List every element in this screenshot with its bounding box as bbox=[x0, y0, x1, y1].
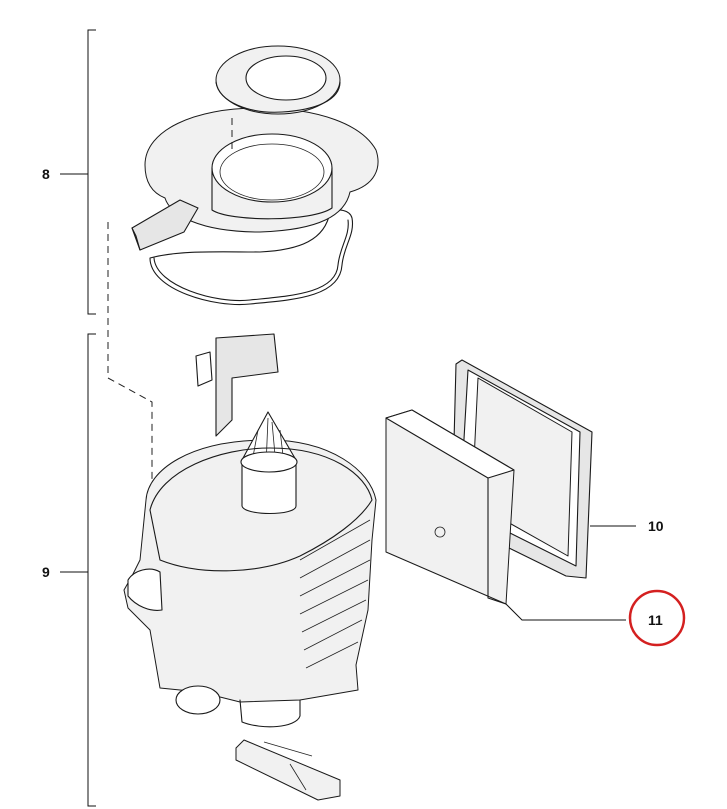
callout-part-9: 9 bbox=[42, 564, 50, 580]
filter-pad bbox=[385, 409, 515, 605]
callout-part-10: 10 bbox=[648, 518, 664, 534]
alignment-lines bbox=[107, 118, 233, 520]
bin-body bbox=[123, 333, 377, 801]
highlight-circle bbox=[628, 589, 686, 647]
lid-assembly bbox=[131, 45, 379, 306]
bracket-part-9 bbox=[60, 333, 96, 807]
bracket-part-8 bbox=[60, 29, 96, 315]
leader-lines bbox=[505, 525, 636, 621]
callout-part-8: 8 bbox=[42, 166, 50, 182]
callout-part-11: 11 bbox=[648, 612, 663, 628]
